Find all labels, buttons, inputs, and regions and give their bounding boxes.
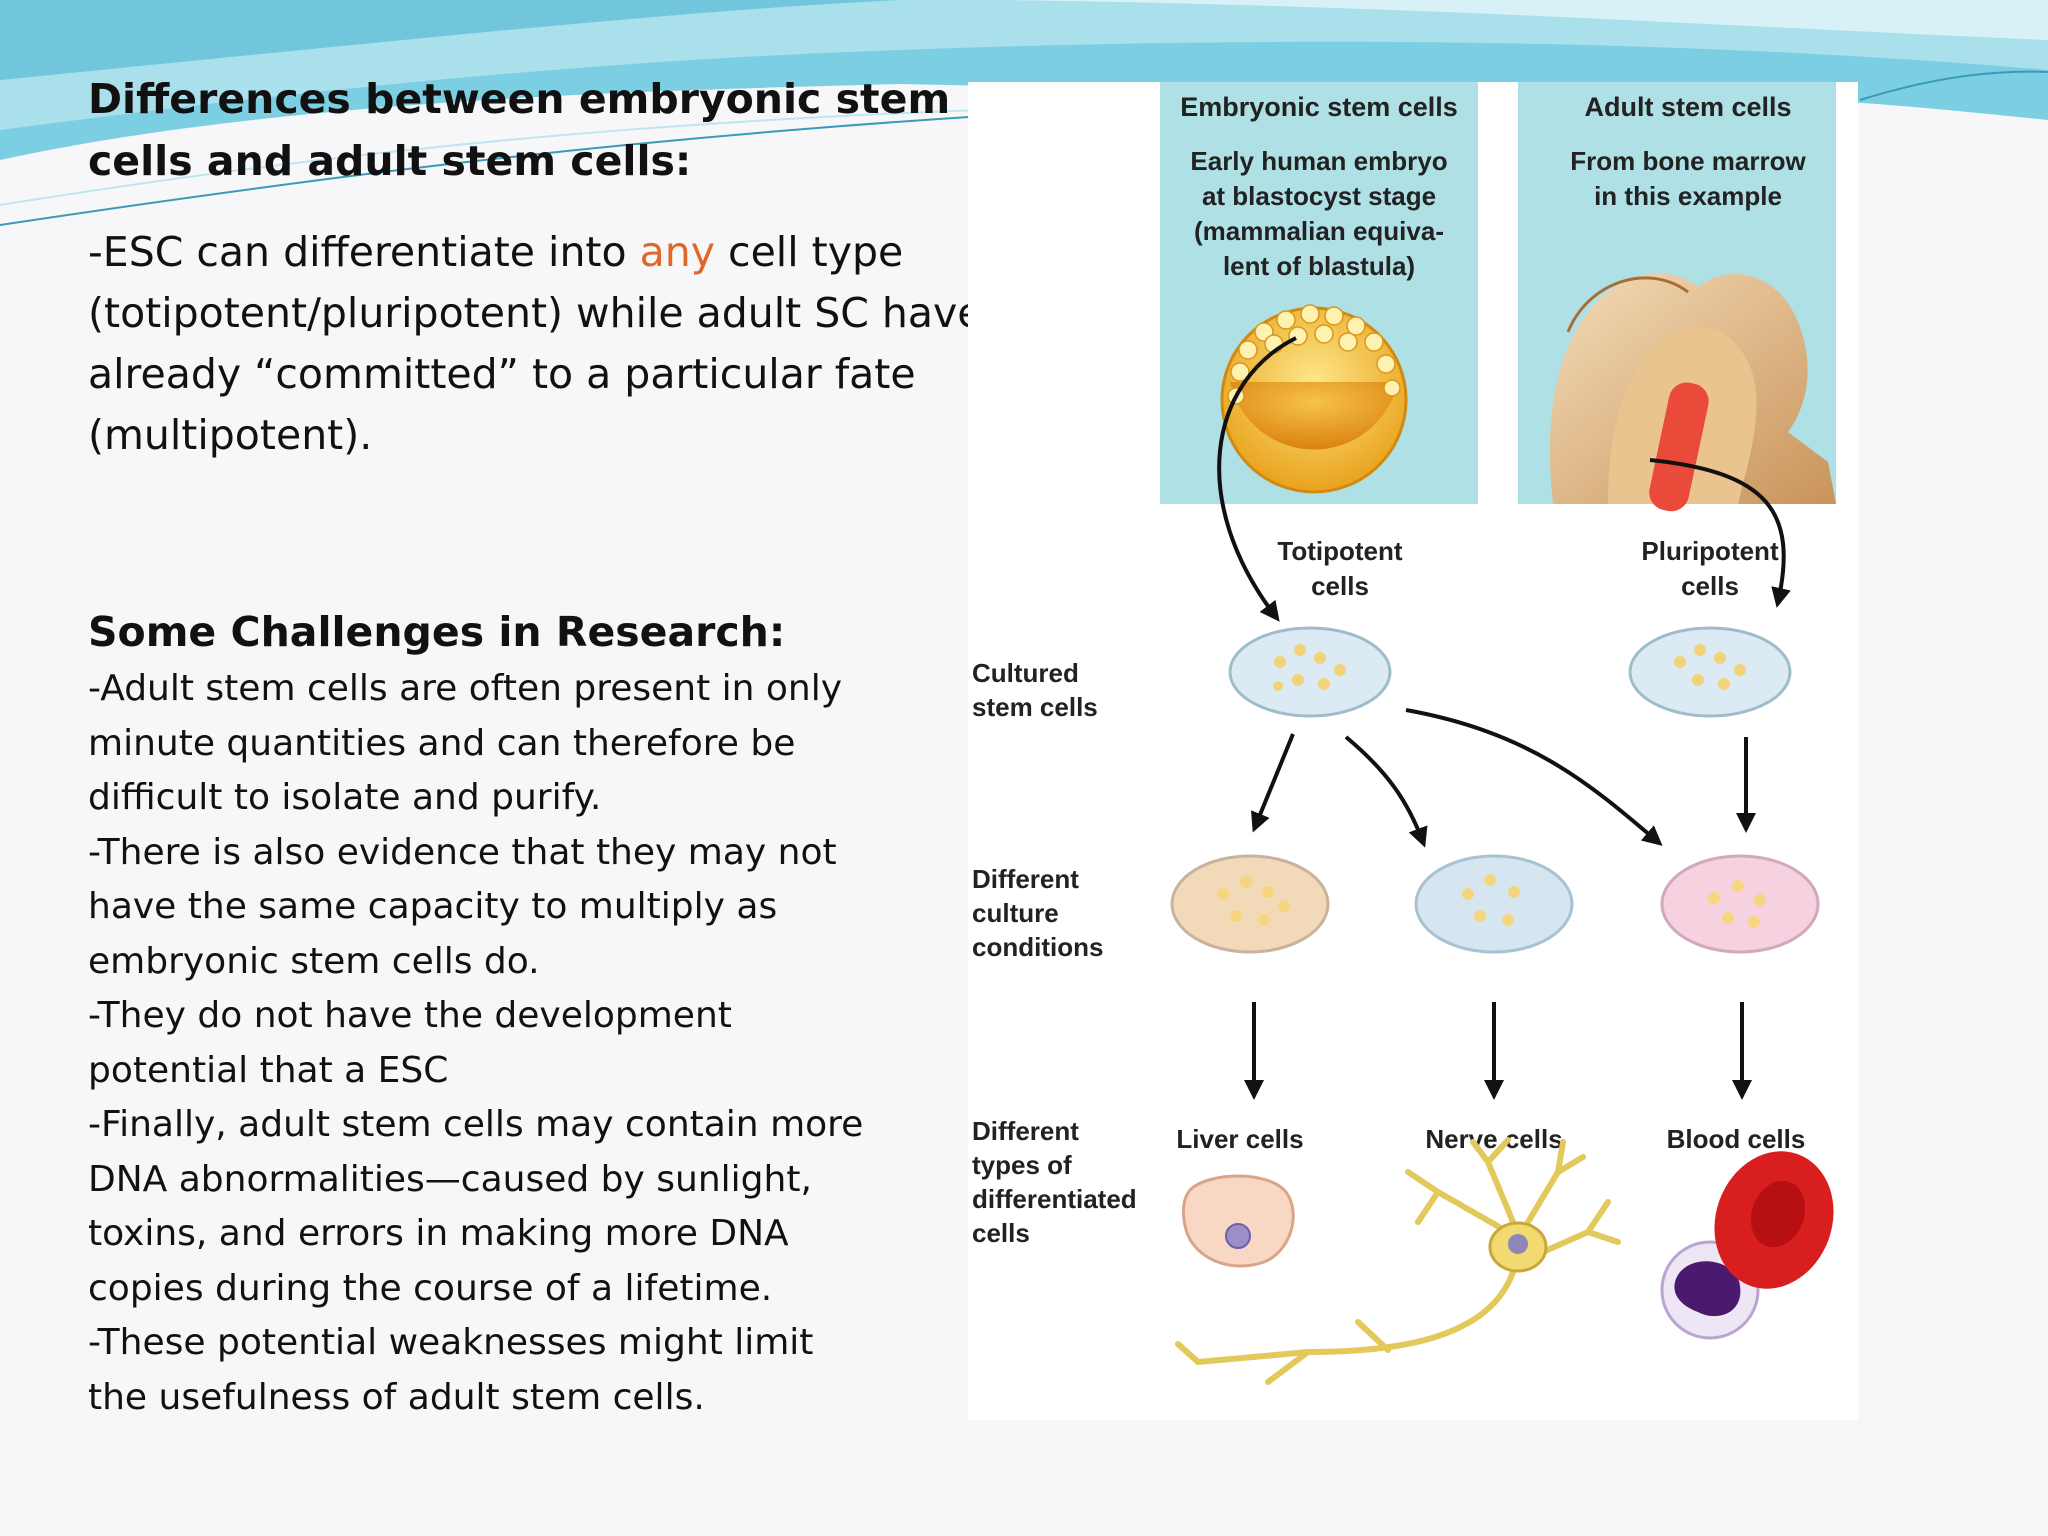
flow-arrows (1217, 336, 1791, 1100)
culture-dish-esc (1228, 626, 1392, 718)
list-item: have the same capacity to multiply as (88, 886, 778, 927)
highlighted-word-any: any (639, 228, 715, 276)
blastocyst-illustration (1220, 304, 1408, 494)
paragraph-text: cell type (totipotent/pluripotent) while… (88, 228, 983, 459)
row-label-conditions: conditions (972, 932, 1103, 962)
section-heading-challenges: Some Challenges in Research: (88, 608, 786, 656)
row-label-types: types of (972, 1150, 1072, 1180)
culture-dish-blood (1660, 854, 1820, 954)
list-item: potential that a ESC (88, 1049, 449, 1091)
bone-marrow-illustration (1549, 273, 1836, 512)
section-heading-differences: Differences between embryonic stem cells… (88, 75, 951, 185)
esc-title: Embryonic stem cells (1180, 92, 1458, 122)
esc-desc-line: Early human embryo (1190, 146, 1447, 176)
row-label-types: Different (972, 1116, 1079, 1146)
totipotent-label: cells (1311, 571, 1369, 601)
row-label-conditions: Different (972, 864, 1079, 894)
list-item: -There is also evidence that they may no… (88, 831, 837, 873)
list-item: -Finally, adult stem cells may contain m… (88, 1104, 864, 1145)
row-label-cultured: stem cells (972, 692, 1098, 722)
liver-cell-illustration (1181, 1174, 1295, 1268)
row-label-types: differentiated (972, 1184, 1137, 1214)
pluripotent-label: Pluripotent (1641, 536, 1779, 566)
list-item: DNA abnormalities—caused by sunlight, (88, 1158, 812, 1200)
stem-cell-diagram: Embryonic stem cells Early human embryo … (968, 82, 1858, 1420)
asc-desc-line: in this example (1594, 181, 1782, 211)
culture-dish-nerve (1414, 854, 1574, 954)
culture-dish-asc (1628, 626, 1792, 718)
list-item: toxins, and errors in making more DNA (88, 1213, 789, 1254)
esc-desc-line: (mammalian equiva- (1194, 216, 1444, 246)
asc-title: Adult stem cells (1584, 92, 1791, 122)
challenges-list: -Adult stem cells are often present in o… (88, 662, 988, 1425)
paragraph-text: -ESC can differentiate into (88, 228, 640, 276)
esc-desc-line: at blastocyst stage (1202, 181, 1436, 211)
totipotent-label: Totipotent (1277, 536, 1402, 566)
blood-cells-label: Blood cells (1667, 1124, 1806, 1154)
liver-cells-label: Liver cells (1176, 1124, 1303, 1154)
asc-desc-line: From bone marrow (1570, 146, 1806, 176)
list-item: embryonic stem cells do. (88, 940, 540, 982)
list-item: the usefulness of adult stem cells. (88, 1376, 705, 1418)
list-item: difficult to isolate and purify. (88, 777, 602, 818)
culture-dish-liver (1170, 854, 1330, 954)
list-item: minute quantities and can therefore be (88, 722, 796, 764)
list-item: -Adult stem cells are often present in o… (88, 668, 843, 709)
row-label-types: cells (972, 1218, 1030, 1248)
header-wave-banner (0, 0, 2048, 226)
blood-cells-illustration (1660, 1151, 1834, 1340)
esc-desc-line: lent of blastula) (1223, 251, 1415, 281)
differences-paragraph: -ESC can differentiate into any cell typ… (88, 222, 988, 466)
row-label-cultured: Cultured (972, 658, 1079, 688)
list-item: copies during the course of a lifetime. (88, 1267, 773, 1309)
list-item: -They do not have the development (88, 995, 732, 1036)
list-item: -These potential weaknesses might limit (88, 1322, 814, 1363)
nerve-cell-illustration (1175, 1137, 1621, 1385)
nerve-cells-label: Nerve cells (1425, 1124, 1562, 1154)
pluripotent-label: cells (1681, 571, 1739, 601)
row-label-conditions: culture (972, 898, 1059, 928)
